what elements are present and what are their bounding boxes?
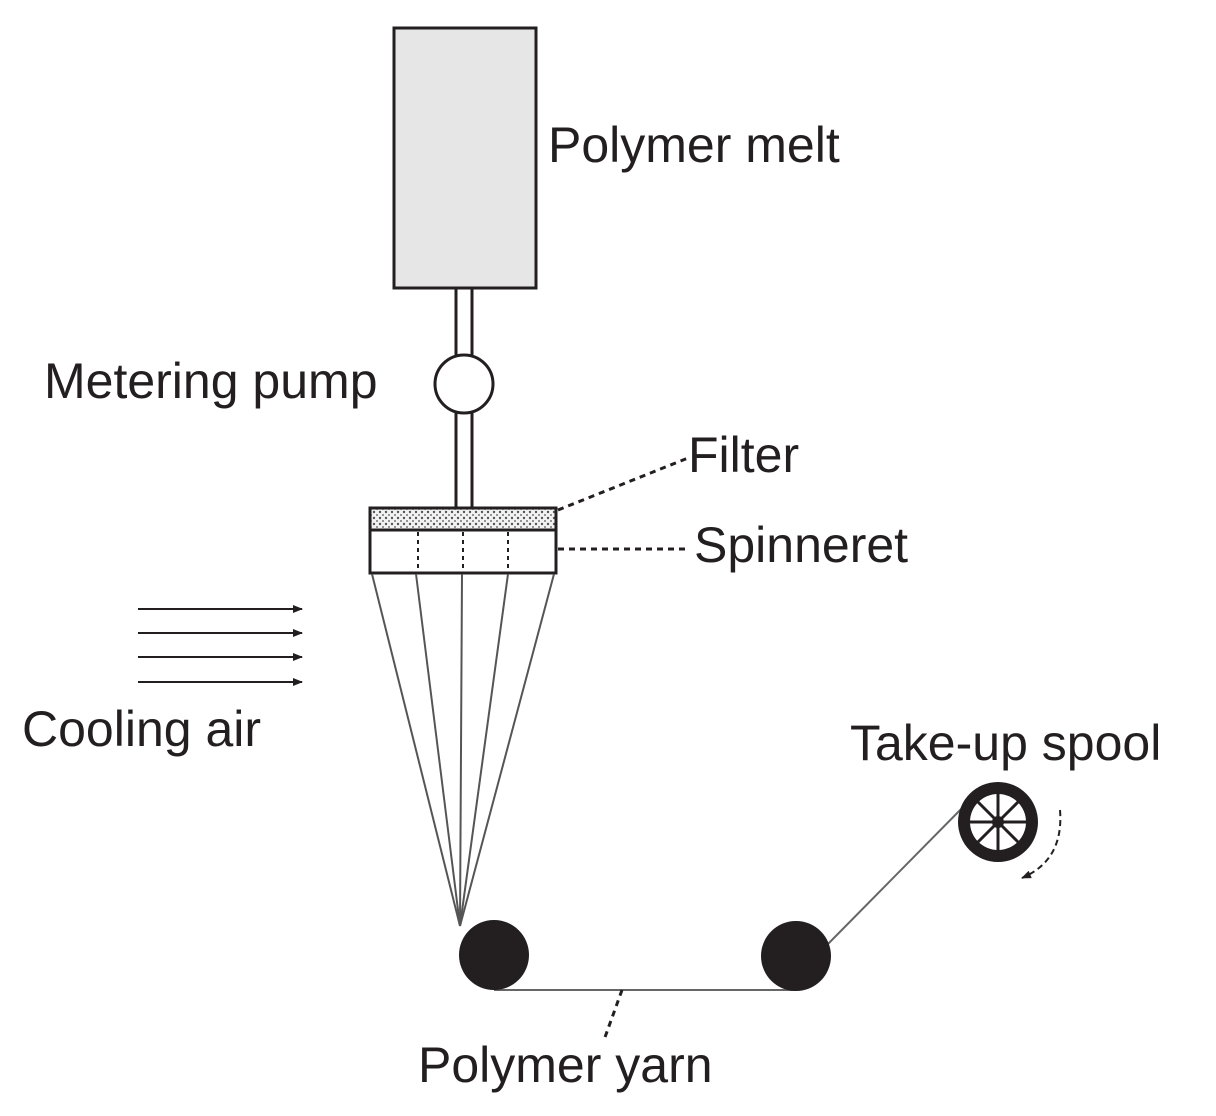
spinneret-label: Spinneret [694, 517, 908, 573]
cooling-air-label: Cooling air [22, 701, 261, 757]
polymer-yarn-leader-line [602, 989, 624, 1041]
filter [368, 506, 558, 532]
yarn-path [494, 797, 973, 991]
polymer-yarn-label: Polymer yarn [418, 1037, 713, 1093]
melt-pipe-lower [454, 413, 474, 508]
spinneret-holes [417, 532, 509, 572]
polymer-melt-label: Polymer melt [548, 117, 840, 173]
melt-pipe-upper [454, 288, 474, 362]
filaments [371, 573, 555, 927]
metering-pump [433, 353, 495, 415]
polymer-melt-tank [392, 26, 538, 290]
take-up-spool [958, 782, 1038, 862]
godet-roller-left [459, 920, 529, 990]
metering-pump-label: Metering pump [44, 353, 378, 409]
filter-leader-line [557, 456, 689, 512]
rotation-arrow-icon [1021, 809, 1062, 879]
take-up-spool-label: Take-up spool [850, 715, 1161, 771]
cooling-air-arrows [138, 605, 303, 686]
filter-label: Filter [688, 427, 799, 483]
godet-roller-right [761, 921, 831, 991]
